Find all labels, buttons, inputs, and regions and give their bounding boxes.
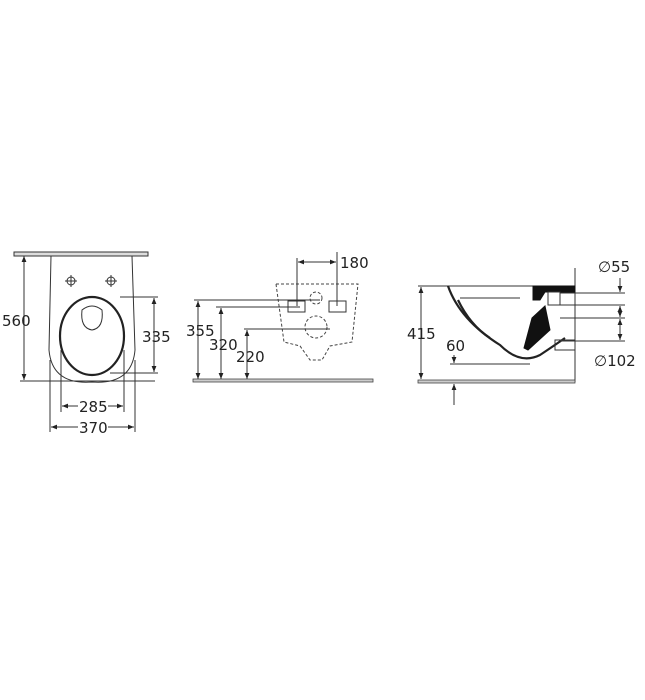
dim-label-width: 370 xyxy=(79,419,108,437)
dim-label-inlet-diameter: ∅55 xyxy=(598,258,630,276)
wall-view: 180 355 320 220 xyxy=(186,252,374,383)
dim-label-fixing-height: 320 xyxy=(209,336,238,354)
dim-label-seat-width: 285 xyxy=(79,398,108,416)
floor-line xyxy=(192,378,374,383)
side-view: 415 60 ∅55 ∅102 xyxy=(407,258,636,405)
bolt-icon xyxy=(65,275,77,287)
dim-label-outlet-height: 220 xyxy=(236,348,265,366)
bowl-outline xyxy=(48,255,136,383)
dim-label-bottom-clearance: 60 xyxy=(446,337,465,355)
floor-line xyxy=(417,379,576,384)
dim-label-height: 560 xyxy=(2,312,31,330)
dim-label-fixing-spacing: 180 xyxy=(340,254,369,272)
wall-plate xyxy=(13,251,149,257)
dim-label-top-height: 355 xyxy=(186,322,215,340)
bolt-icon xyxy=(105,275,117,287)
lid-opening xyxy=(81,305,103,331)
front-view: 560 335 285 370 xyxy=(2,251,171,437)
seat xyxy=(58,295,126,377)
dim-label-outlet-diameter: ∅102 xyxy=(594,352,636,370)
dim-label-height: 415 xyxy=(407,325,436,343)
dim-label-seat-height: 335 xyxy=(142,328,171,346)
frame-outline xyxy=(275,283,359,361)
bowl-section xyxy=(446,285,566,360)
